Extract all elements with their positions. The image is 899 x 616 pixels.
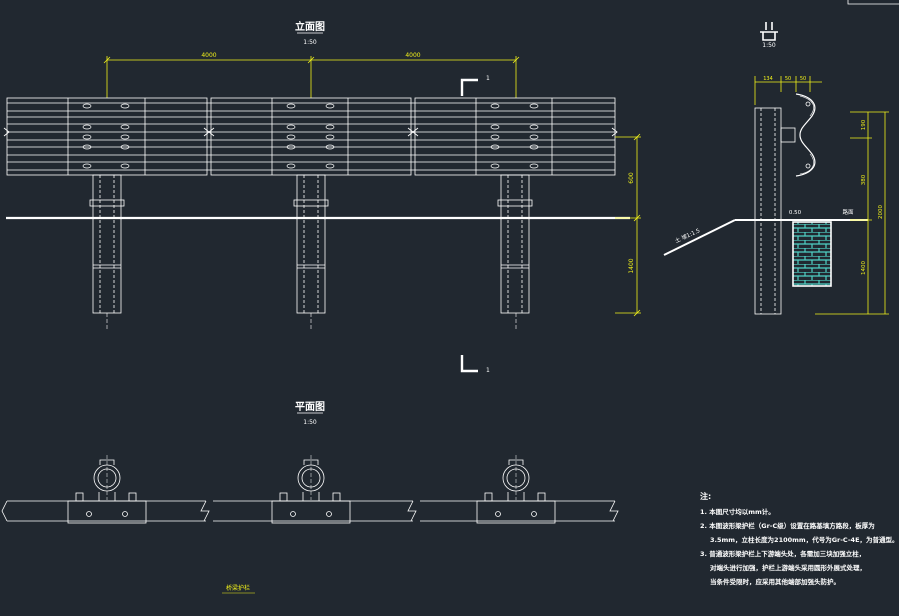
note-line: 3. 普通波形梁护栏上下游端头处，各需加三块加强立柱，: [700, 550, 866, 558]
note-line: 3.5mm，立柱长度为2100mm，代号为Gr-C-4E，为普通型。: [710, 536, 896, 544]
right-dim-a: 190: [861, 119, 867, 130]
note-line: 1. 本图尺寸均以mm计。: [700, 508, 775, 516]
bolt-holes: [82, 103, 539, 169]
section-spacer-block: [780, 127, 796, 143]
notes-panel: 注: 1. 本图尺寸均以mm计。 2. 本图波形梁护栏（Gr-C级）设置在路基填…: [700, 490, 896, 589]
section-right-dimension: [815, 111, 889, 315]
section-top-c: 50: [800, 76, 806, 82]
height-dimension: [615, 133, 641, 317]
rail-panels: [6, 97, 616, 176]
slope-line: [663, 219, 736, 256]
elevation-scale: 1:50: [303, 39, 317, 46]
ground-left-label: 0.50: [789, 210, 802, 216]
plan-view: 平面图 1:50: [1, 401, 619, 524]
section-top-b: 50: [785, 76, 791, 82]
posts: [89, 174, 533, 314]
right-dim-total: 2000: [878, 205, 884, 219]
note-line: 对端头进行加强，护栏上游端头采用圆形外展式处理，: [710, 564, 866, 572]
ground-right-label: 路面: [842, 208, 854, 216]
note-line: 当条件受限时，应采用其他端部加强头防护。: [710, 578, 840, 586]
height-above-label: 600: [628, 172, 635, 184]
footer-label: 桥梁护栏: [226, 584, 250, 592]
brick-foundation: [792, 221, 832, 287]
section-marker-top: [460, 78, 478, 96]
section-top-dimension: [754, 76, 822, 105]
section-view: 1:50 134 50 50 土 坡1:1.5 0.50 路面: [663, 0, 899, 315]
spacing-right-label: 4000: [405, 52, 420, 59]
note-line: 2. 本图波形梁护栏（Gr-C级）设置在路基填方路段，板厚为: [700, 522, 875, 530]
w-beam-profile: [795, 93, 816, 177]
right-dim-b: 380: [861, 174, 867, 185]
break-symbols: [3, 127, 618, 137]
section-title-symbol: [760, 22, 778, 41]
spacing-left-label: 4000: [201, 52, 216, 59]
plan-posts: [67, 455, 556, 524]
section-scale: 1:50: [762, 42, 776, 49]
right-dim-c: 1400: [861, 261, 867, 275]
section-marker-bottom-label: 1: [486, 367, 490, 374]
spacing-dimension: [103, 56, 520, 98]
section-post: [754, 107, 782, 315]
plan-scale: 1:50: [303, 419, 317, 426]
embed-depth-label: 1400: [628, 258, 635, 273]
plan-rail: [1, 500, 619, 522]
plan-title: 平面图: [295, 401, 325, 413]
elevation-view: 立面图 1:50 4000 4000: [3, 20, 641, 374]
section-marker-bottom: [460, 355, 478, 373]
notes-heading: 注:: [700, 492, 712, 501]
elevation-title: 立面图: [295, 20, 325, 33]
section-top-a: 134: [763, 76, 773, 82]
section-marker-top-label: 1: [486, 75, 490, 82]
slope-label: 土 坡1:1.5: [673, 226, 701, 245]
